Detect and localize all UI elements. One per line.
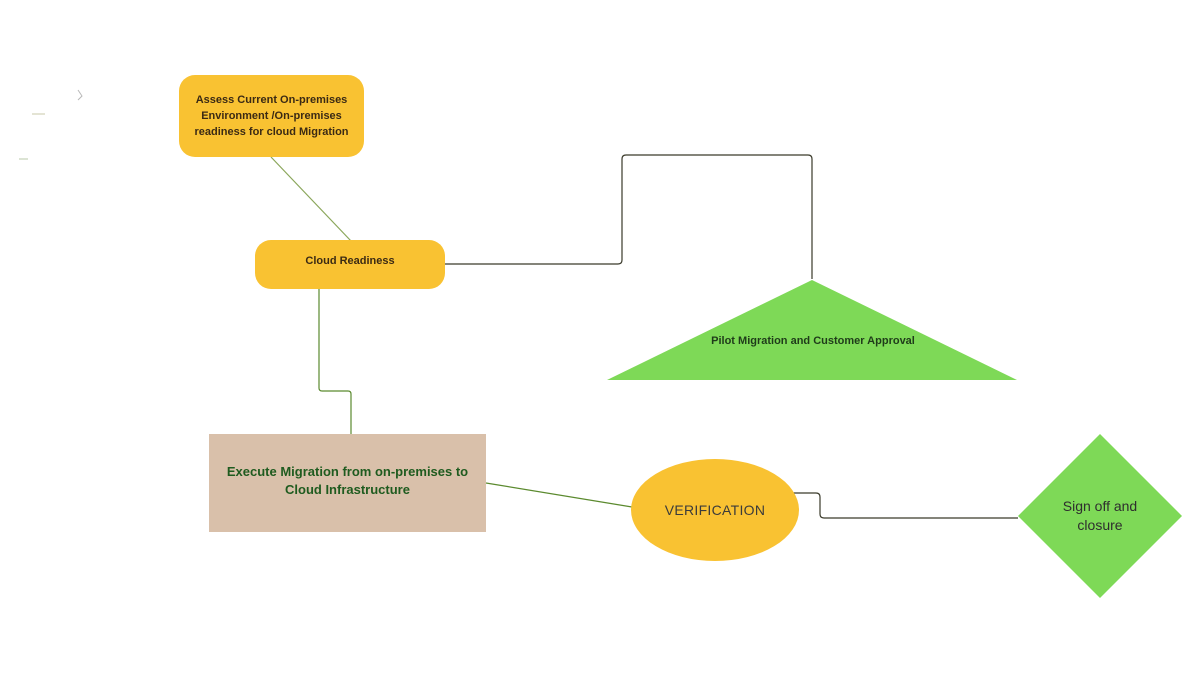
verification-label: VERIFICATION: [664, 502, 766, 518]
connector-readiness-to-pilot: [445, 154, 813, 279]
verification-ellipse-shape[interactable]: [631, 459, 799, 561]
assess-environment-label: Assess Current On-premises Environment /…: [194, 94, 349, 138]
connector-readiness-to-execute: [318, 289, 352, 434]
pilot-migration-label: Pilot Migration and Customer Approval: [711, 335, 915, 347]
signoff-label: Sign off and closure: [1062, 498, 1138, 533]
verification-node[interactable]: VERIFICATION: [631, 459, 799, 561]
connector-assess-to-readiness: [270, 156, 352, 242]
assess-environment-node[interactable]: Assess Current On-premises Environment /…: [179, 75, 364, 157]
cloud-readiness-node[interactable]: Cloud Readiness: [255, 240, 445, 289]
execute-migration-node[interactable]: Execute Migration from on-premises to Cl…: [209, 434, 486, 532]
signoff-diamond-shape[interactable]: [1018, 434, 1182, 598]
pilot-triangle-shape[interactable]: [607, 280, 1017, 380]
cloud-readiness-label: Cloud Readiness: [305, 254, 395, 267]
stray-mark-cursor: [77, 89, 83, 101]
connector-execute-to-verification: [485, 482, 633, 508]
connector-verification-to-signoff: [786, 492, 1018, 519]
execute-migration-label: Execute Migration from on-premises to Cl…: [226, 464, 469, 497]
